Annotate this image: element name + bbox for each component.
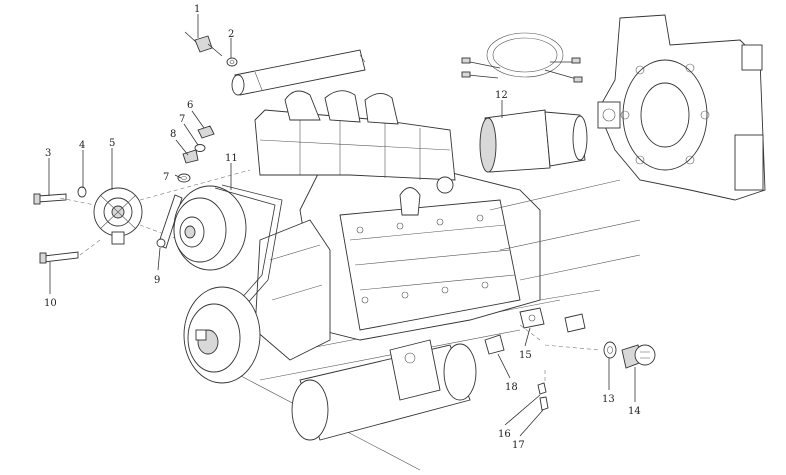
callout-15: 15 xyxy=(519,350,532,361)
engine-block xyxy=(219,90,641,471)
clip-part-18 xyxy=(484,313,586,355)
sensor-part-1 xyxy=(184,31,223,57)
leader-lines xyxy=(48,14,636,437)
callout-4: 4 xyxy=(79,140,85,151)
nut-part-6 xyxy=(197,125,215,139)
callout-16: 16 xyxy=(498,429,511,440)
callout-12: 12 xyxy=(495,90,508,101)
callout-6: 6 xyxy=(187,100,193,111)
exhaust-rail xyxy=(231,49,366,96)
callout-13: 13 xyxy=(602,394,615,405)
washer-part-7 xyxy=(194,144,206,152)
callout-labels: 1 2 3 4 5 6 7 7 8 9 10 11 12 13 14 15 16… xyxy=(44,4,641,451)
callout-17: 17 xyxy=(512,440,525,451)
fan-belt-part-11 xyxy=(214,184,283,306)
screw-part-17 xyxy=(539,396,549,411)
wire-harness xyxy=(461,32,583,83)
callout-14: 14 xyxy=(628,406,641,417)
sender-part-14 xyxy=(621,344,656,369)
washer-part-4 xyxy=(77,186,87,198)
callout-1: 1 xyxy=(194,4,200,15)
bolt-part-10 xyxy=(39,251,79,264)
fan-pulley xyxy=(173,185,247,271)
callout-2: 2 xyxy=(228,29,234,40)
washer-part-13 xyxy=(603,341,617,359)
flywheel-housing xyxy=(597,14,766,201)
callout-18: 18 xyxy=(505,382,518,393)
callout-7a: 7 xyxy=(179,114,185,125)
bracket-part-15 xyxy=(519,307,545,329)
crankshaft-pulley xyxy=(183,286,261,384)
bolt-part-3 xyxy=(33,193,67,205)
adjust-bracket-part-9 xyxy=(156,194,183,249)
callout-3: 3 xyxy=(45,148,51,159)
callout-7b: 7 xyxy=(163,172,169,183)
washer-part-2 xyxy=(226,57,238,67)
screw-part-16 xyxy=(537,382,547,395)
callout-9: 9 xyxy=(154,275,160,286)
oil-filter xyxy=(291,339,477,441)
callout-5: 5 xyxy=(109,138,115,149)
callout-11: 11 xyxy=(225,153,238,164)
washer-part-7b xyxy=(177,173,191,183)
starter-motor-part-12 xyxy=(479,109,588,173)
callout-10: 10 xyxy=(44,298,57,309)
alternator-part-5 xyxy=(93,187,143,245)
callout-8: 8 xyxy=(170,129,176,140)
